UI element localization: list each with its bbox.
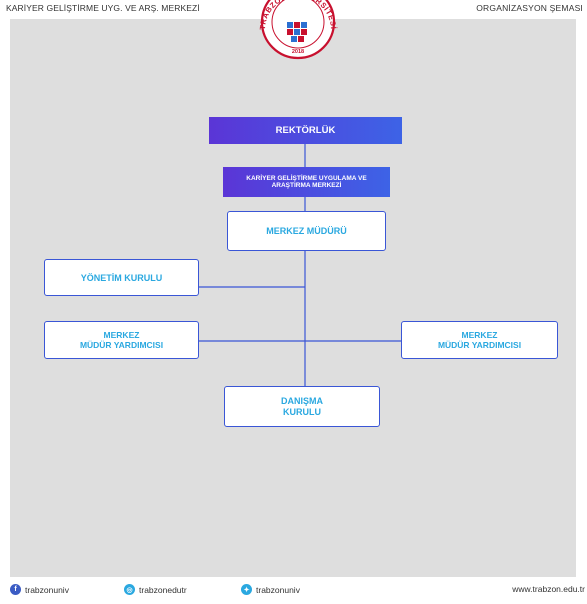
node-rektorluk: REKTÖRLÜK	[209, 117, 402, 144]
instagram-link[interactable]: ◎ trabzonedutr	[124, 584, 187, 595]
node-merkez-muduru: MERKEZ MÜDÜRÜ	[227, 211, 386, 251]
node-danisma-kurulu: DANIŞMA KURULU	[224, 386, 380, 427]
instagram-handle: trabzonedutr	[139, 584, 187, 595]
node-yardimcisi-left-line1: MERKEZ	[103, 330, 140, 340]
chart-panel	[10, 19, 576, 577]
node-danisma-line2: KURULU	[283, 406, 321, 417]
node-kariyer-merkezi: KARİYER GELİŞTİRME UYGULAMA VE ARAŞTIRMA…	[223, 167, 390, 197]
node-mudur-yardimcisi-left: MERKEZ MÜDÜR YARDIMCISI	[44, 321, 199, 359]
twitter-link[interactable]: ✦ trabzonuniv	[241, 584, 300, 595]
logo-year: 2018	[292, 49, 304, 55]
logo-emblem	[287, 22, 307, 42]
node-danisma-line1: DANIŞMA	[281, 395, 323, 406]
node-yardimcisi-right-line1: MERKEZ	[461, 330, 498, 340]
twitter-icon: ✦	[241, 584, 252, 595]
university-logo: TRABZON ÜNİVERSİTESİ 2018	[258, 0, 337, 60]
node-yardimcisi-left-line2: MÜDÜR YARDIMCISI	[79, 340, 164, 350]
website-link[interactable]: www.trabzon.edu.tr	[512, 584, 585, 594]
header-right-title: ORGANİZASYON ŞEMASI	[476, 3, 583, 13]
footer: f trabzonuniv ◎ trabzonedutr ✦ trabzonun…	[0, 578, 587, 604]
facebook-handle: trabzonuniv	[25, 584, 69, 595]
node-yonetim-kurulu: YÖNETİM KURULU	[44, 259, 199, 296]
twitter-handle: trabzonuniv	[256, 584, 300, 595]
header-left-title: KARİYER GELİŞTİRME UYG. VE ARŞ. MERKEZİ	[6, 3, 200, 13]
node-yardimcisi-right-line2: MÜDÜR YARDIMCISI	[437, 340, 522, 350]
instagram-icon: ◎	[124, 584, 135, 595]
node-mudur-yardimcisi-right: MERKEZ MÜDÜR YARDIMCISI	[401, 321, 558, 359]
facebook-icon: f	[10, 584, 21, 595]
facebook-link[interactable]: f trabzonuniv	[10, 584, 69, 595]
